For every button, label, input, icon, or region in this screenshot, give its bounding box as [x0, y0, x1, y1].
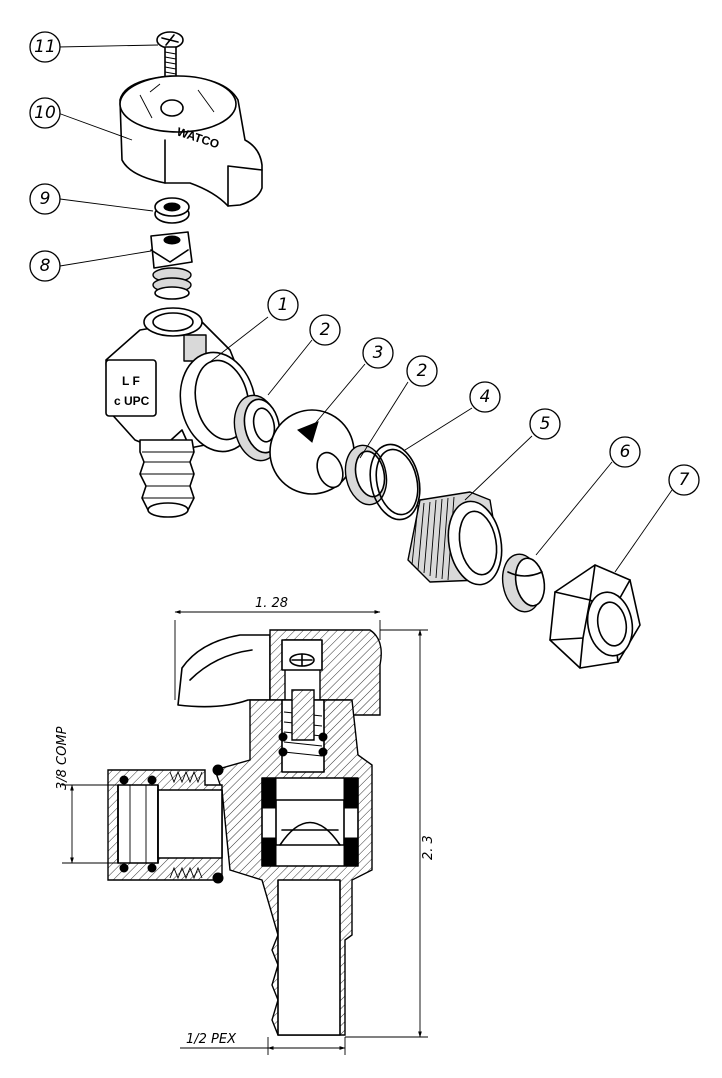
part-9-washer: [154, 197, 190, 224]
callout-6: 6: [609, 436, 641, 468]
callout-3-label: 3: [373, 343, 384, 363]
part-11-screw: [156, 31, 184, 96]
body-upc-text: c UPC: [114, 394, 150, 408]
callout-11-label: 11: [34, 37, 56, 57]
callout-4-label: 4: [480, 387, 491, 407]
part-4-oring: [369, 443, 421, 521]
part-10-handle: WATCO: [119, 75, 263, 207]
part-6-ferrule: [501, 553, 546, 613]
callout-1-label: 1: [278, 295, 289, 315]
section-inlet: [107, 764, 224, 884]
callout-2a-label: 2: [320, 320, 331, 340]
part-8-stem: [150, 231, 193, 300]
part-7-nut: [549, 564, 641, 669]
callout-11: 11: [29, 31, 61, 63]
callout-8: 8: [29, 250, 61, 282]
part-5-insert: [407, 491, 503, 586]
callout-9: 9: [29, 183, 61, 215]
callout-2b-label: 2: [417, 361, 428, 381]
callout-7-label: 7: [679, 470, 690, 490]
callout-10: 10: [29, 97, 61, 129]
callout-4: 4: [469, 381, 501, 413]
callout-5-label: 5: [540, 414, 551, 434]
callout-7: 7: [668, 464, 700, 496]
callout-9-label: 9: [40, 189, 51, 209]
callout-3: 3: [362, 337, 394, 369]
callout-6-label: 6: [620, 442, 631, 462]
callout-8-label: 8: [40, 256, 51, 276]
dim-outlet-label: 1/2 PEX: [186, 1032, 237, 1047]
section-handle: [177, 629, 382, 716]
dim-width-label: 1. 28: [255, 596, 288, 611]
callout-1: 1: [267, 289, 299, 321]
section-view: 1. 28 2. 3 3/8 COMP 1/2 PEX: [55, 596, 436, 1055]
callout-10-label: 10: [34, 103, 56, 123]
leader-lines: [57, 44, 673, 573]
part-3-ball: [269, 409, 355, 495]
dim-inlet-label: 3/8 COMP: [55, 726, 70, 790]
exploded-view: WATCO L F c UPC: [29, 31, 700, 669]
callout-2b: 2: [406, 355, 438, 387]
part-2-seat-a: [233, 394, 281, 462]
dim-height-label: 2. 3: [421, 835, 436, 860]
body-lf-text: L F: [122, 374, 140, 388]
callout-5: 5: [529, 408, 561, 440]
dimensions: 1. 28 2. 3 3/8 COMP 1/2 PEX: [55, 596, 436, 1055]
section-body: [214, 689, 373, 1036]
callout-2a: 2: [309, 314, 341, 346]
